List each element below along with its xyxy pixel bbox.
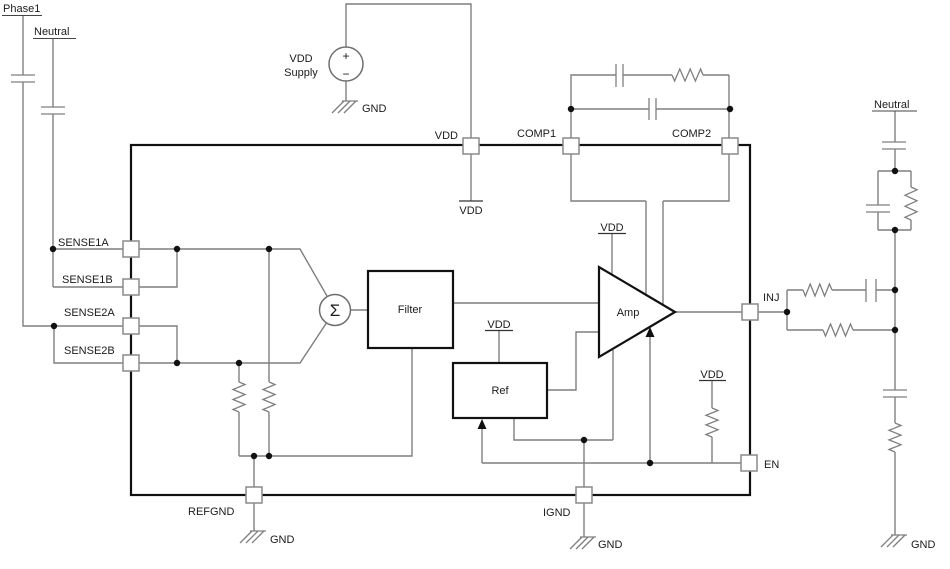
ref-block	[451, 361, 549, 420]
inj-upper-resistor	[802, 282, 833, 298]
refgnd-ground-symbol	[239, 530, 266, 544]
refgnd-pin-label: REFGND	[188, 506, 235, 518]
right-gnd-label: GND	[911, 539, 936, 551]
phase1-capacitor	[11, 74, 35, 83]
vdd-supply-label-1: VDD	[289, 53, 312, 65]
en-pin-label: EN	[764, 459, 779, 471]
amp-ref-arrow	[645, 327, 655, 337]
vdd-supply-label-2: Supply	[284, 67, 318, 79]
pin-vdd	[462, 137, 480, 155]
junction-dots	[49, 105, 899, 467]
inj-lower-resistor	[822, 322, 854, 338]
pin-ignd	[575, 486, 593, 504]
pin-sense1b	[122, 278, 140, 296]
vdd-rail-label-top: VDD	[459, 205, 482, 217]
ignd-pin-label: IGND	[543, 507, 571, 519]
vdd-supply-source	[328, 46, 364, 82]
neutral-left-label: Neutral	[34, 26, 69, 38]
pin-sense2b	[122, 354, 140, 372]
right-parallel-capacitor	[866, 204, 890, 213]
pin-refgnd	[245, 486, 263, 504]
summing-sigma-label: Σ	[330, 301, 341, 320]
comp-upper-capacitor	[615, 64, 624, 87]
pin-comp2	[721, 137, 739, 155]
vdd-supply-wire	[345, 3, 472, 146]
ref-feedback-wire	[513, 350, 614, 495]
en-rail-wire	[481, 336, 749, 464]
phase1-wire	[22, 15, 131, 327]
vdd-rail-label-en: VDD	[700, 369, 723, 381]
supply-gnd-label: GND	[362, 103, 387, 115]
sense-resistor-b	[261, 381, 277, 413]
ignd-gnd-label: GND	[598, 539, 623, 551]
en-pullup-resistor	[704, 407, 720, 438]
pin-comp1	[562, 137, 580, 155]
filter-block-label: Filter	[398, 304, 423, 316]
pin-en	[740, 454, 758, 472]
pin-sense1a	[122, 240, 140, 258]
neutral-left-capacitor	[41, 106, 65, 115]
refgnd-gnd-label: GND	[270, 534, 295, 546]
inj-upper-capacitor	[865, 279, 877, 302]
phase1-label: Phase1	[3, 3, 40, 15]
comp-mid-capacitor	[648, 98, 657, 120]
sense1a-pin-label: SENSE1A	[58, 237, 109, 249]
comp1-pin-label: COMP1	[517, 128, 556, 140]
inj-pin-label: INJ	[763, 292, 780, 304]
comp-internal-wires	[570, 146, 730, 306]
vdd-rail-label-amp: VDD	[600, 222, 623, 234]
right-parallel-resistor	[903, 186, 919, 221]
ref-block-label: Ref	[491, 385, 509, 397]
pin-inj	[741, 303, 759, 321]
phase1-branch-wire	[53, 326, 131, 364]
sense2b-pin-label: SENSE2B	[64, 345, 115, 357]
ref-to-amp-wire	[547, 331, 601, 391]
summing-junction	[318, 293, 352, 327]
supply-ground-symbol	[331, 100, 358, 114]
supply-minus-sign: −	[342, 67, 349, 81]
filter-block	[366, 269, 455, 350]
sense-resistor-wires	[238, 249, 270, 456]
vdd-pin-label: VDD	[435, 130, 458, 142]
supply-plus-sign: +	[342, 49, 349, 63]
neutral-right-label: Neutral	[874, 99, 909, 111]
comp2-pin-label: COMP2	[672, 128, 711, 140]
sense1b-pin-label: SENSE1B	[62, 274, 113, 286]
amp-block-label: Amp	[617, 307, 640, 319]
vdd-rail-label-ref: VDD	[487, 319, 510, 331]
ignd-ground-symbol	[569, 536, 596, 550]
sense-wires	[131, 248, 336, 364]
amp-block	[597, 265, 678, 359]
neutral-left-wire	[52, 38, 131, 288]
sense-resistor-a	[231, 381, 247, 413]
sense2a-pin-label: SENSE2A	[64, 307, 115, 319]
right-ground-symbol	[880, 534, 907, 548]
right-bottom-capacitor	[883, 389, 907, 398]
ref-input-arrow	[477, 419, 487, 429]
comp-upper-resistor	[671, 67, 704, 83]
pin-sense2a	[122, 317, 140, 335]
neutral-right-capacitor	[882, 141, 906, 150]
neutral-right-wires	[877, 111, 912, 535]
right-bottom-resistor	[887, 422, 903, 453]
